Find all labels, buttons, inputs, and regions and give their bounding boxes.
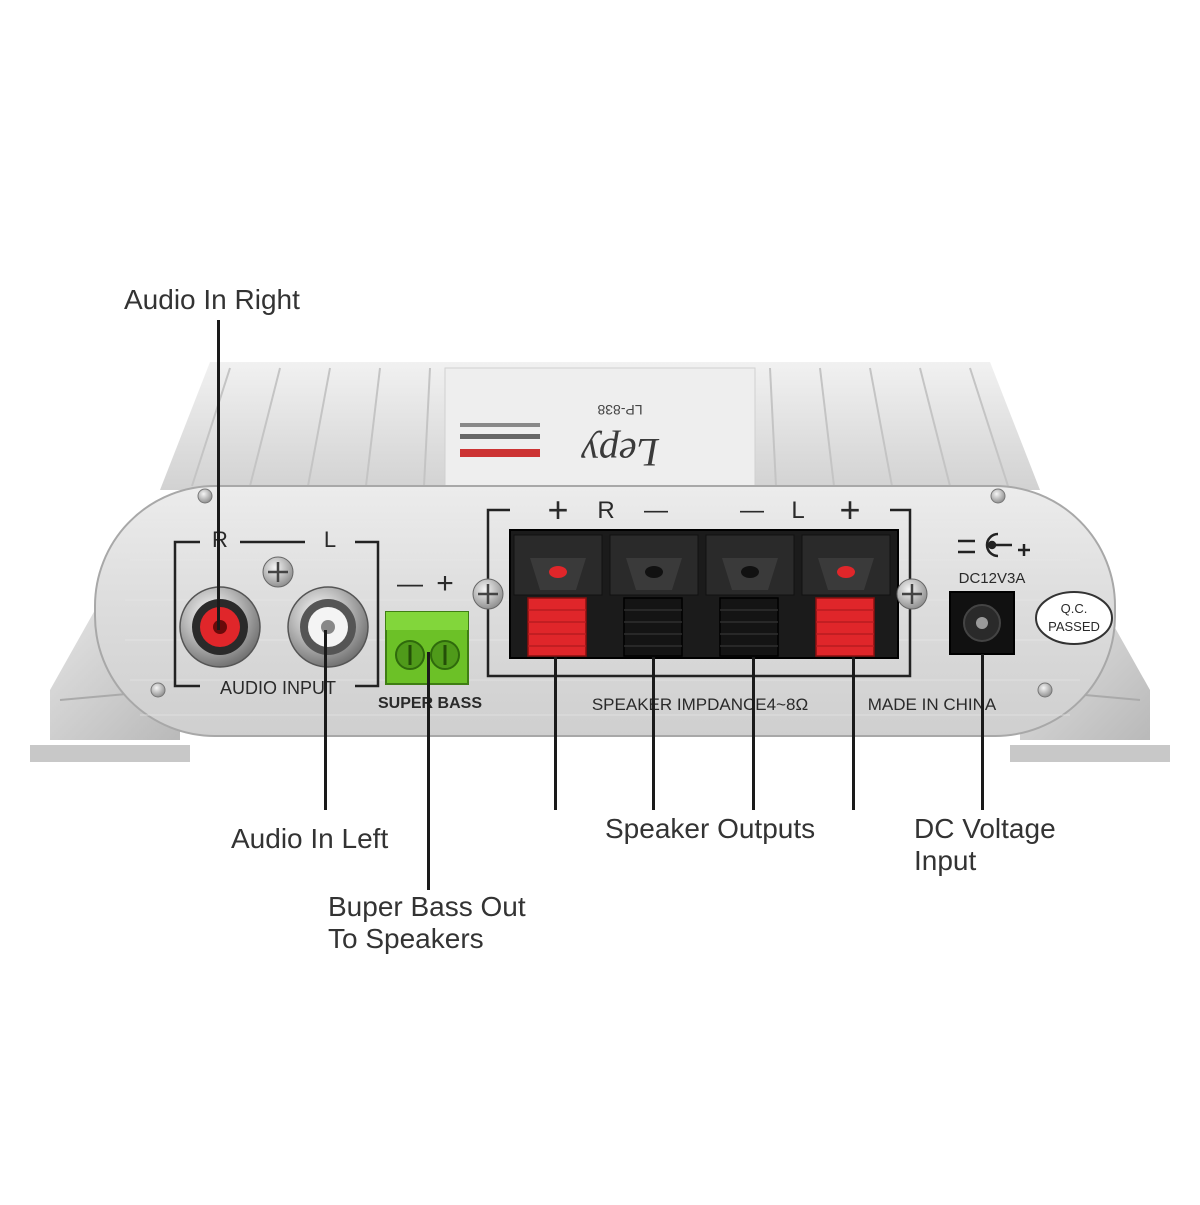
callout-audio-in-left: Audio In Left	[231, 823, 389, 854]
rca-jack-left-white[interactable]	[287, 586, 369, 668]
speaker-plus-l-label: +	[839, 489, 860, 530]
leader-speaker-4	[852, 657, 855, 810]
rca-jack-right-red[interactable]	[179, 586, 261, 668]
speaker-terminal-right-positive[interactable]	[513, 534, 603, 657]
leader-speaker-1	[554, 657, 557, 810]
corner-screw-top-left	[197, 488, 213, 504]
speaker-terminal-left-negative[interactable]	[705, 534, 795, 657]
super-bass-minus-label: —	[397, 568, 423, 598]
speaker-minus-l-label: —	[740, 497, 764, 524]
rca-panel-screw	[262, 556, 294, 588]
speaker-r-label: R	[597, 497, 614, 524]
speaker-block-screw-right	[896, 578, 928, 610]
top-brand-print: Lepy	[581, 430, 660, 475]
dc-power-jack[interactable]	[949, 591, 1015, 655]
leader-audio-in-left	[324, 630, 327, 810]
leader-speaker-3	[752, 657, 755, 810]
leader-super-bass	[427, 652, 430, 890]
leader-audio-in-right	[217, 320, 220, 630]
dc-polarity-icon	[958, 532, 1030, 558]
qc-line-2: PASSED	[1048, 619, 1100, 634]
callout-audio-in-right: Audio In Right	[124, 284, 300, 315]
speaker-l-label: L	[791, 497, 804, 524]
dc-rating-label: DC12V3A	[959, 570, 1026, 587]
corner-screw-bottom-left	[150, 682, 166, 698]
qc-line-1: Q.C.	[1061, 601, 1088, 616]
speaker-impedance-label: SPEAKER IMPDANCE4~8Ω	[592, 695, 808, 714]
callout-speaker-outputs: Speaker Outputs	[605, 813, 816, 844]
leader-dc-input	[981, 654, 984, 810]
speaker-plus-r-label: +	[547, 489, 568, 530]
top-model-print: LP-838	[597, 402, 642, 418]
speaker-block-screw-left	[472, 578, 504, 610]
rca-r-label: R	[212, 527, 228, 552]
leader-speaker-2	[652, 657, 655, 810]
super-bass-label: SUPER BASS	[378, 695, 482, 712]
speaker-terminal-left-positive[interactable]	[801, 534, 891, 657]
callout-dc-voltage-input: DC Voltage Input	[914, 813, 1056, 876]
callout-super-bass-out: Buper Bass Out To Speakers	[328, 891, 526, 954]
speaker-minus-r-label: —	[644, 497, 668, 524]
rca-l-label: L	[324, 527, 336, 552]
speaker-terminal-right-negative[interactable]	[609, 534, 699, 657]
corner-screw-bottom-right	[1037, 682, 1053, 698]
corner-screw-top-right	[990, 488, 1006, 504]
audio-input-bracket	[173, 540, 380, 688]
speaker-output-bracket	[486, 508, 912, 678]
qc-passed-sticker: Q.C. PASSED	[1035, 591, 1113, 645]
top-heatsink: Lepy LP-838	[160, 362, 1040, 490]
super-bass-plus-label: +	[436, 567, 454, 600]
made-in-label: MADE IN CHINA	[868, 695, 997, 714]
audio-input-label: AUDIO INPUT	[220, 678, 336, 698]
